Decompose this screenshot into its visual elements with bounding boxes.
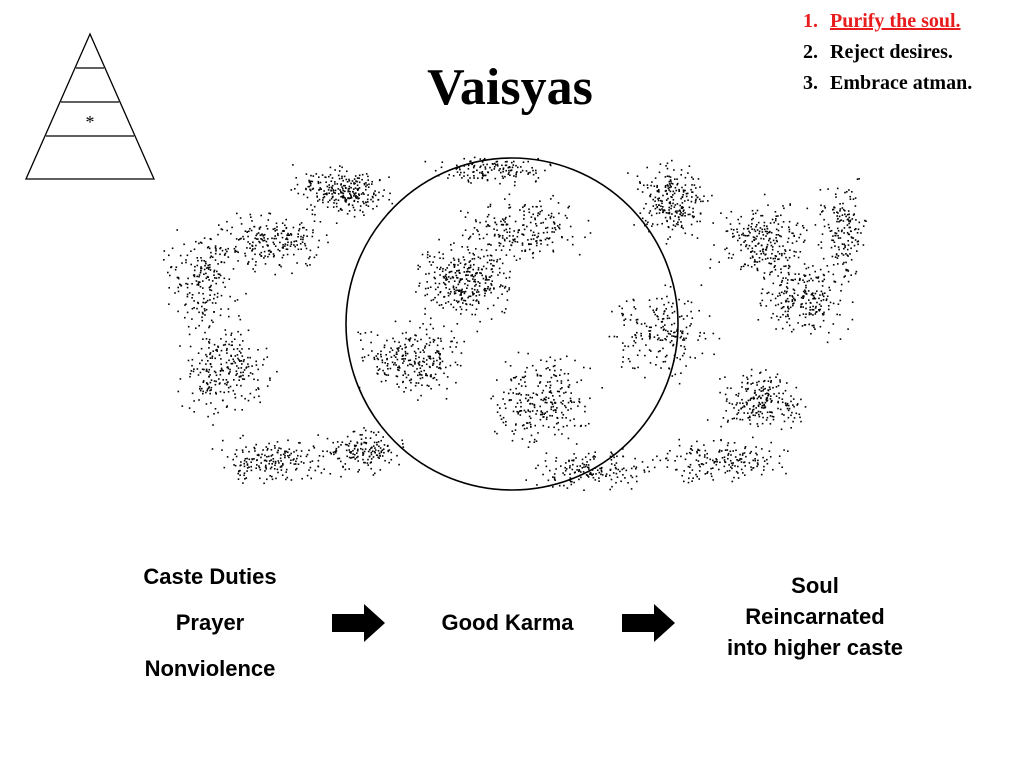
soul-circle [345, 157, 679, 491]
result-good-karma: Good Karma [441, 610, 574, 635]
step-number: 3. [803, 72, 818, 94]
outcome-line: Reincarnated [745, 604, 885, 629]
outcome-line: into higher caste [726, 635, 904, 660]
outcome-text: Soul Reincarnated into higher caste [700, 570, 930, 663]
step-item: 1. Purify the soul. [803, 8, 972, 39]
step-item: 2. Reject desires. [803, 39, 972, 70]
right-arrow-icon [332, 604, 385, 642]
pyramid-marker: * [86, 112, 95, 132]
step-item: 3. Embrace atman. [803, 70, 972, 101]
step-number: 1. [803, 10, 818, 32]
caste-pyramid: * [25, 32, 155, 180]
step-text: Reject desires. [830, 41, 953, 63]
action-prayer: Prayer [175, 610, 245, 635]
step-text: Purify the soul. [830, 10, 961, 32]
step-number: 2. [803, 41, 818, 63]
action-nonviolence: Nonviolence [144, 656, 276, 681]
action-list: Caste Duties Prayer Nonviolence [100, 562, 320, 700]
action-caste-duties: Caste Duties [143, 564, 277, 589]
pyramid-outline [25, 32, 155, 180]
speckled-cloud [163, 156, 867, 491]
outcome-line: Soul [791, 573, 839, 598]
step-text: Embrace atman. [830, 72, 973, 94]
page-title: Vaisyas [427, 59, 593, 116]
right-arrow-icon [622, 604, 675, 642]
soul-cloud-illustration [163, 156, 867, 491]
steps-list: 1. Purify the soul. 2. Reject desires. 3. E… [803, 8, 972, 101]
